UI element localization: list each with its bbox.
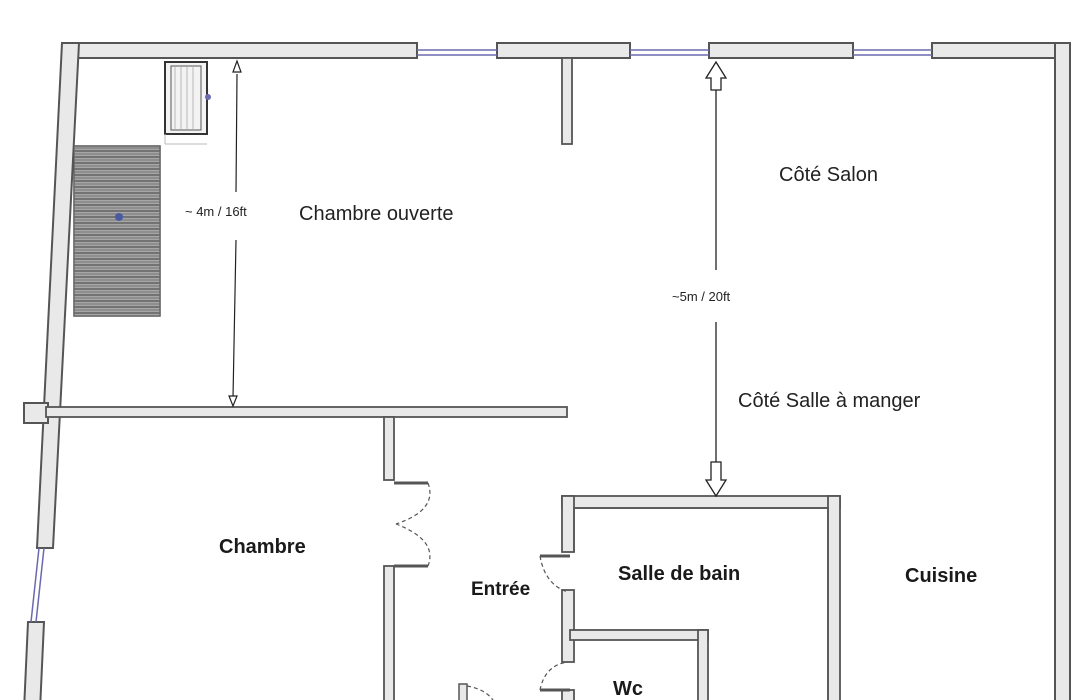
bathroom-inner-lines xyxy=(573,507,829,700)
wc-right-wall xyxy=(697,629,709,700)
room-label-cote-salon: Côté Salon xyxy=(779,164,878,186)
interior-walls xyxy=(45,57,841,700)
top-wall-mid-2 xyxy=(708,42,854,59)
bathroom-left-wall-mid xyxy=(561,589,575,663)
wc-door xyxy=(539,661,570,692)
left-window xyxy=(30,547,45,623)
room-label-entree: Entrée xyxy=(471,579,530,600)
room-label-chambre: Chambre xyxy=(219,536,306,558)
small-bed-icon xyxy=(164,61,211,145)
right-wall xyxy=(1054,42,1071,700)
chambre-double-door xyxy=(394,481,431,568)
room-label-chambre-ouverte: Chambre ouverte xyxy=(299,203,454,225)
room-label-salle-de-bain: Salle de bain xyxy=(618,563,740,585)
top-wall-mid-1 xyxy=(496,42,631,59)
top-wall-left xyxy=(61,42,418,59)
bathroom-top-wall xyxy=(561,495,841,509)
bedroom-depth-label: ~ 4m / 16ft xyxy=(185,204,247,219)
outer-walls xyxy=(23,42,1071,700)
dimension-arrow-living xyxy=(704,60,728,498)
room-label-cuisine: Cuisine xyxy=(905,565,977,587)
living-depth-label: ~5m / 20ft xyxy=(672,289,731,304)
top-windows xyxy=(417,49,932,56)
bathroom-left-wall-upper xyxy=(561,495,575,553)
chambre-wall-lower xyxy=(383,565,395,700)
left-wall-lower xyxy=(23,621,46,700)
bedroom-horizontal-wall xyxy=(45,406,568,418)
top-stub-wall xyxy=(561,57,573,145)
chambre-wall-upper xyxy=(383,416,395,481)
large-bed-icon xyxy=(73,145,161,317)
left-wall-pilaster xyxy=(23,402,49,424)
room-label-cote-salle-a-manger: Côté Salle à manger xyxy=(738,390,921,412)
bathroom-door xyxy=(539,554,570,593)
entrance-door xyxy=(458,683,494,700)
bathroom-right-wall xyxy=(827,495,841,700)
dimension-arrow-bedroom xyxy=(228,59,242,408)
left-wall-upper xyxy=(35,42,81,549)
top-wall-right xyxy=(931,42,1071,59)
room-label-wc: Wc xyxy=(613,678,643,700)
wc-top-wall xyxy=(569,629,709,641)
